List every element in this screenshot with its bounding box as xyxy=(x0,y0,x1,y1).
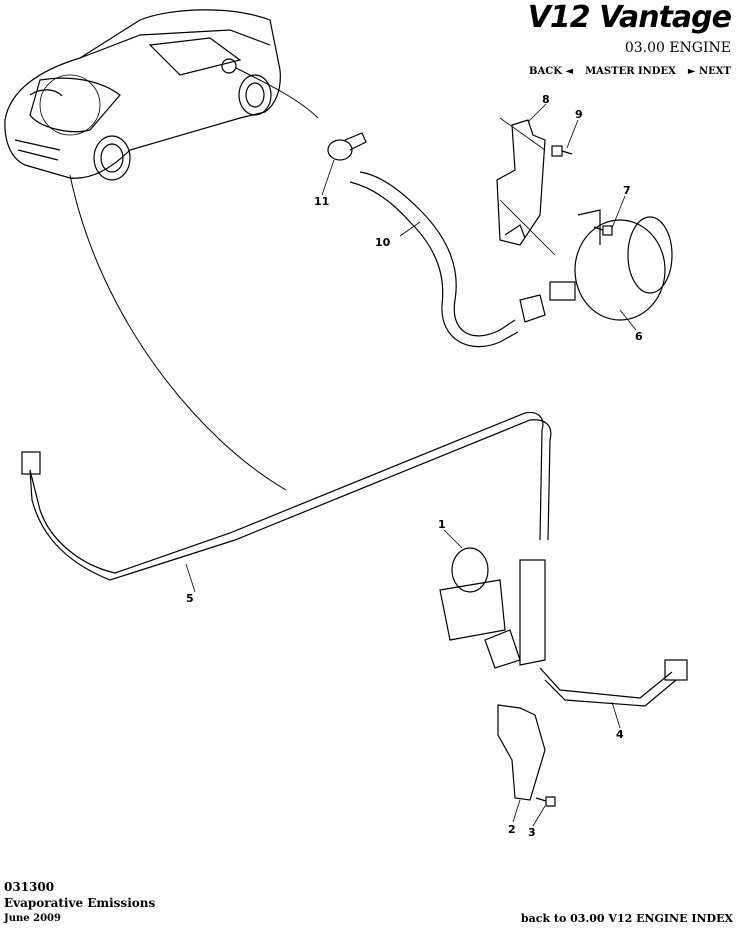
part-1-purge-valve xyxy=(439,547,546,669)
callout-8: 8 xyxy=(542,93,550,106)
brand-logo: V12 Vantage xyxy=(527,0,732,35)
back-link[interactable]: BACK ◄ xyxy=(529,66,574,77)
callout-2: 2 xyxy=(508,823,516,836)
car-illustration xyxy=(4,9,281,181)
document-title: Evaporative Emissions xyxy=(4,896,156,910)
part-8-bracket xyxy=(496,119,546,246)
back-to-index-link[interactable]: back to 03.00 V12 ENGINE INDEX xyxy=(520,912,733,925)
callout-10: 10 xyxy=(375,236,391,249)
next-link[interactable]: ► NEXT xyxy=(687,66,731,77)
pipe-connector xyxy=(21,451,41,475)
part-10-hose xyxy=(349,171,519,348)
callout-7: 7 xyxy=(623,184,631,197)
section-title: 03.00 ENGINE xyxy=(624,40,731,56)
part-4-pipe xyxy=(539,667,677,707)
part-9-bolt xyxy=(551,145,573,157)
part-2-bracket xyxy=(497,704,546,801)
callout-5: 5 xyxy=(186,592,194,605)
callout-11: 11 xyxy=(314,195,329,208)
navigation-bar: BACK ◄ MASTER INDEX ► NEXT xyxy=(529,66,731,77)
document-code: 031300 xyxy=(4,880,55,894)
part-5-pipe xyxy=(29,411,552,581)
part-11-hose-clip xyxy=(327,132,367,161)
document-date: June 2009 xyxy=(4,913,61,924)
callout-1: 1 xyxy=(438,518,446,531)
callout-3: 3 xyxy=(528,826,536,839)
part-7-bolt xyxy=(593,225,613,236)
master-index-link[interactable]: MASTER INDEX xyxy=(585,66,676,77)
part-3-bolt xyxy=(535,796,556,807)
callout-6: 6 xyxy=(635,330,643,343)
callout-9: 9 xyxy=(575,108,583,121)
part-6-canister xyxy=(519,209,673,323)
callout-4: 4 xyxy=(616,728,624,741)
pipe-connector-4 xyxy=(664,659,688,681)
